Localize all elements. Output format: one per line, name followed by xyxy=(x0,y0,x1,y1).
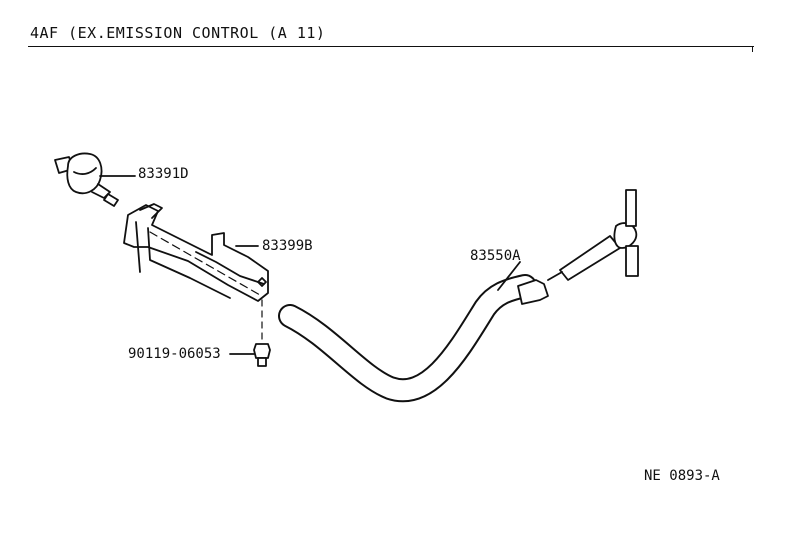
label-83550a: 83550A xyxy=(470,248,521,264)
bolt-part-90119-06053 xyxy=(229,299,271,367)
label-83391d: 83391D xyxy=(138,166,189,182)
figure-code: NE 0893-A xyxy=(644,468,720,484)
bracket-part-83399b xyxy=(123,203,269,302)
title-rule xyxy=(28,46,754,47)
label-90119-06053: 90119-06053 xyxy=(128,346,221,362)
hose-part-83550a xyxy=(278,189,639,403)
connector-part-83391d xyxy=(54,152,136,207)
label-83399b: 83399B xyxy=(262,238,313,254)
page-title: 4AF (EX.EMISSION CONTROL (A 11) xyxy=(30,24,326,42)
title-rule-end xyxy=(752,46,753,52)
